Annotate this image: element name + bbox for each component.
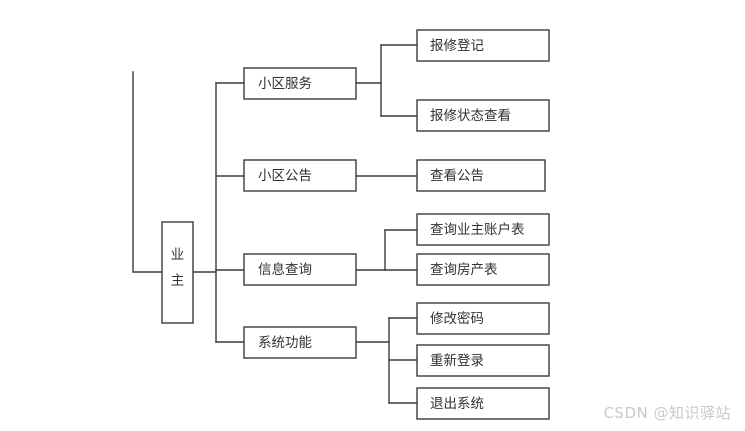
connector-layer (132, 44, 418, 404)
change-password-label: 修改密码 (430, 310, 484, 326)
node-query-owner-account[interactable]: 查询业主账户表 (416, 213, 550, 246)
node-query-property[interactable]: 查询房产表 (416, 253, 550, 286)
root-owner-box[interactable] (161, 221, 194, 324)
exit-system-label: 退出系统 (430, 396, 484, 411)
repair-register-box[interactable] (416, 29, 550, 62)
system-function-box[interactable] (243, 326, 357, 359)
query-property-label: 查询房产表 (430, 262, 498, 277)
node-info-query[interactable]: 信息查询 (243, 253, 357, 286)
repair-register-label: 报修登记 (430, 38, 484, 53)
exit-system-box[interactable] (416, 387, 550, 420)
query-owner-account-label: 查询业主账户表 (430, 221, 525, 237)
community-service-box[interactable] (243, 67, 357, 100)
relogin-box[interactable] (416, 344, 550, 377)
query-owner-account-box[interactable] (416, 213, 550, 246)
node-exit-system[interactable]: 退出系统 (416, 387, 550, 420)
info-query-box[interactable] (243, 253, 357, 286)
community-notice-box[interactable] (243, 159, 357, 192)
node-community-service[interactable]: 小区服务 (243, 67, 357, 100)
node-system-function[interactable]: 系统功能 (243, 326, 357, 359)
community-service-label: 小区服务 (258, 76, 312, 91)
relogin-label: 重新登录 (430, 353, 484, 368)
node-view-notice[interactable]: 查看公告 (416, 159, 546, 192)
community-notice-label: 小区公告 (258, 168, 312, 183)
root-owner-label-line1: 业 (171, 247, 185, 262)
node-repair-register[interactable]: 报修登记 (416, 29, 550, 62)
view-notice-box[interactable] (416, 159, 546, 192)
change-password-box[interactable] (416, 302, 550, 335)
node-repair-status[interactable]: 报修状态查看 (416, 99, 550, 132)
node-community-notice[interactable]: 小区公告 (243, 159, 357, 192)
node-root-owner[interactable]: 业 主 (161, 221, 194, 324)
left-bus-connector (132, 71, 163, 273)
node-change-password[interactable]: 修改密码 (416, 302, 550, 335)
view-notice-label: 查看公告 (430, 168, 484, 183)
info-query-label: 信息查询 (258, 261, 312, 277)
repair-status-box[interactable] (416, 99, 550, 132)
node-relogin[interactable]: 重新登录 (416, 344, 550, 377)
csdn-watermark: CSDN @知识驿站 (603, 404, 731, 422)
root-owner-label-line2: 主 (171, 273, 185, 288)
query-property-box[interactable] (416, 253, 550, 286)
repair-status-label: 报修状态查看 (430, 108, 511, 123)
system-function-label: 系统功能 (258, 335, 312, 350)
